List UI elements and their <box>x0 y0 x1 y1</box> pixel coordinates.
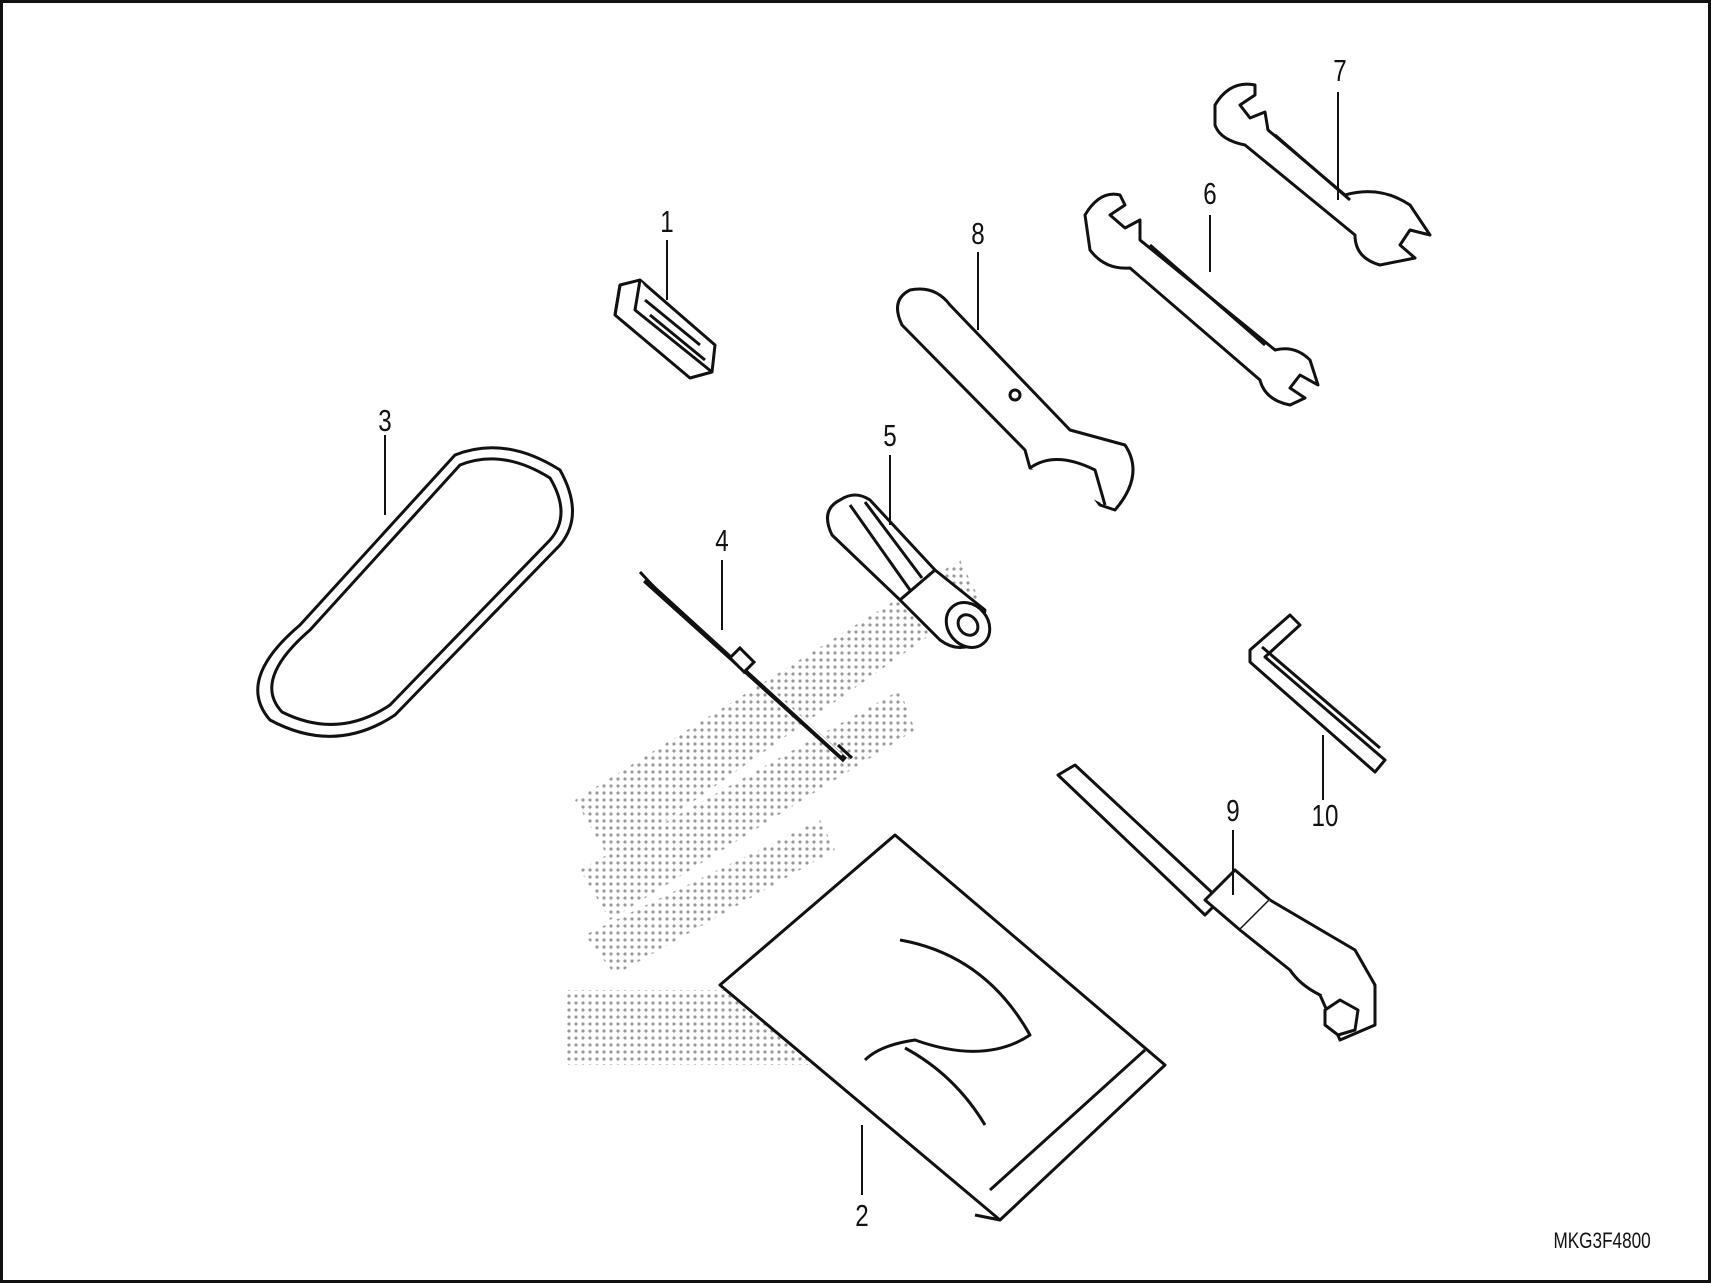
callout-6: 6 <box>1203 176 1217 211</box>
callout-1: 1 <box>660 204 674 239</box>
callout-10: 10 <box>1311 798 1339 833</box>
plug-wrench-part <box>1056 763 1377 1042</box>
screwdriver-bit-part <box>638 570 854 763</box>
wrench-7-part <box>1213 82 1432 267</box>
wrench-6-part <box>1083 192 1320 407</box>
fuse-puller-part <box>613 278 717 380</box>
pin-spanner-part <box>896 287 1135 512</box>
manual-part <box>718 833 1167 1222</box>
callout-9: 9 <box>1226 793 1240 828</box>
callout-7: 7 <box>1333 53 1347 88</box>
screwdriver-handle-part <box>826 493 992 649</box>
hex-key-part <box>1248 613 1387 774</box>
callout-8: 8 <box>971 216 985 251</box>
callout-3: 3 <box>378 403 392 438</box>
callout-5: 5 <box>883 418 897 453</box>
drawing-code: MKG3F4800 <box>1553 1228 1651 1253</box>
rubber-band-part <box>256 446 574 738</box>
leader-lines <box>384 92 1339 1195</box>
callout-2: 2 <box>855 1198 869 1233</box>
callout-4: 4 <box>715 523 729 558</box>
